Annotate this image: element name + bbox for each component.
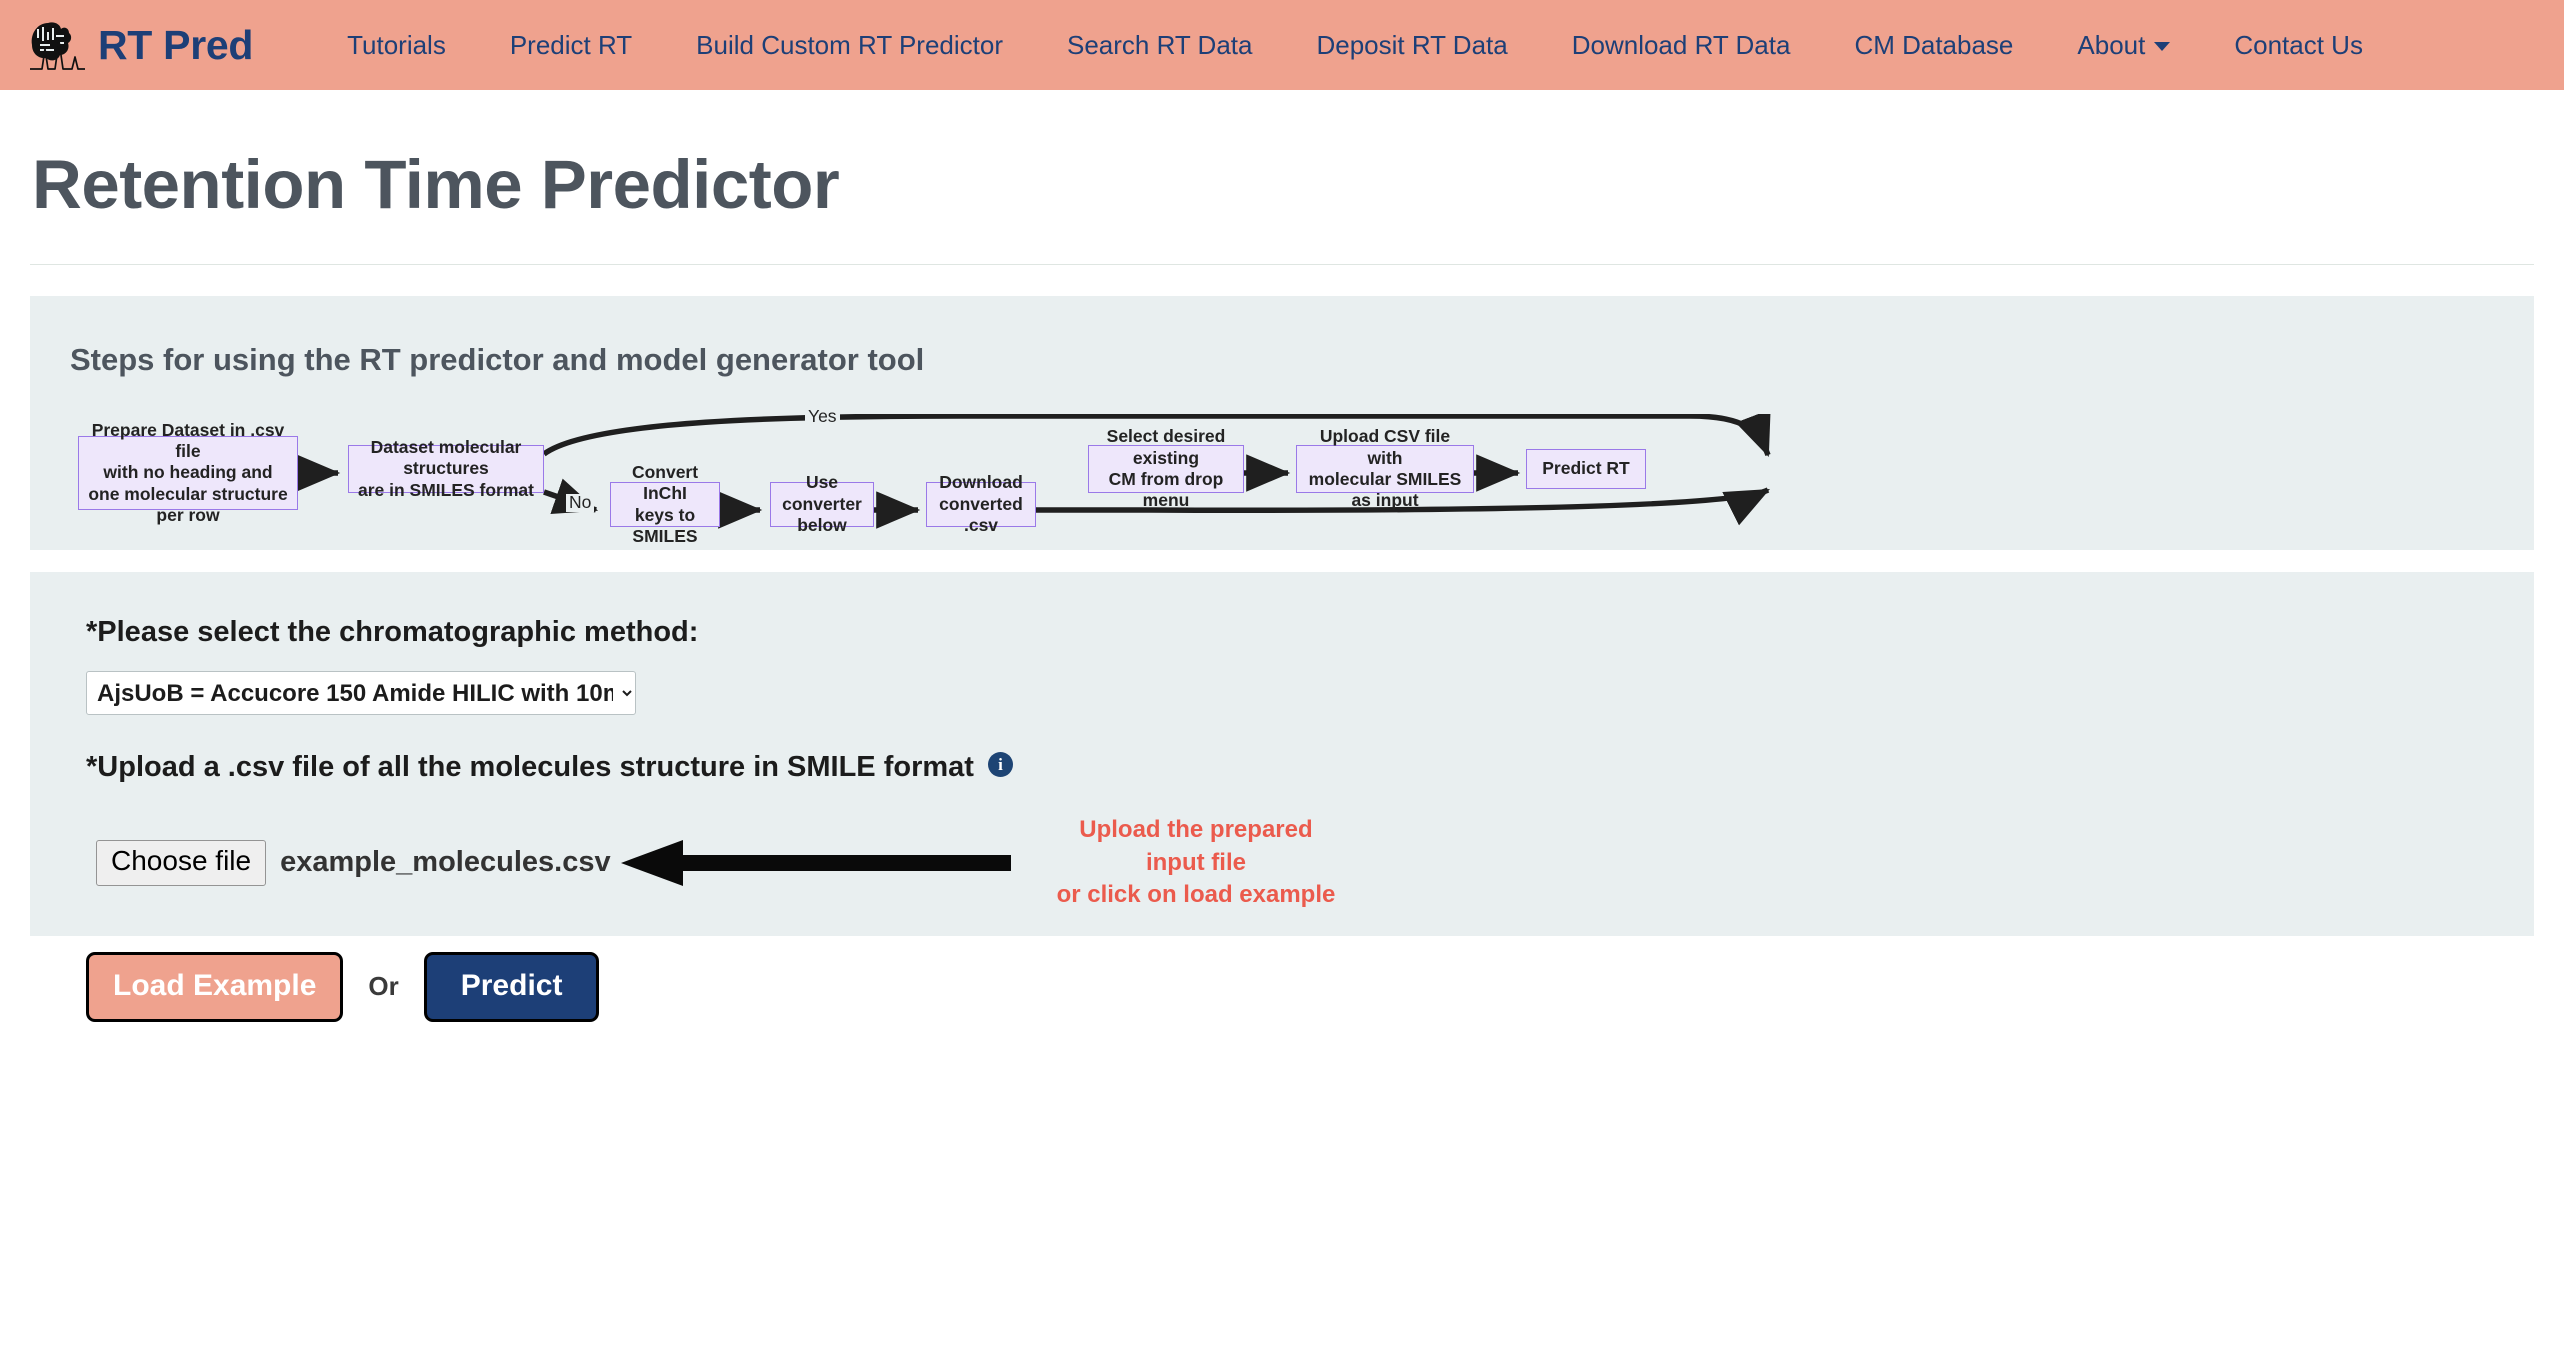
title-divider (30, 264, 2534, 265)
nav-item-deposit-rt-data[interactable]: Deposit RT Data (1316, 29, 1508, 60)
flow-node-select-cm-label: Select desired existing CM from drop men… (1106, 426, 1226, 511)
flow-node-smiles-check-label: Dataset molecular structures are in SMIL… (357, 436, 534, 500)
page-title: Retention Time Predictor (32, 146, 840, 223)
form-card: *Please select the chromatographic metho… (30, 572, 2534, 1022)
flow-node-download-csv: Download converted .csv (926, 472, 1036, 535)
info-circle-icon[interactable]: i (987, 752, 1013, 777)
nav-item-tutorials[interactable]: Tutorials (347, 29, 446, 60)
upload-annotation-text: Upload the prepared input file or click … (1056, 816, 1336, 909)
action-button-row: Load Example Or Predict (30, 951, 2534, 1022)
flow-node-download-csv-label: Download converted .csv (939, 472, 1023, 536)
flow-node-predict-rt: Predict RT (1526, 449, 1646, 489)
upload-label: *Upload a .csv file of all the molecules… (86, 751, 974, 783)
flow-node-upload-csv-label: Upload CSV file with molecular SMILES as… (1308, 426, 1462, 511)
steps-card: Steps for using the RT predictor and mod… (30, 296, 2534, 550)
brain-chromatogram-logo (30, 22, 85, 70)
flow-node-use-converter-label: Use converter below (782, 472, 862, 536)
left-arrow-annotation-icon (620, 839, 1011, 886)
nav-links: Tutorials Predict RT Build Custom RT Pre… (315, 30, 2395, 61)
page-container: Retention Time Predictor Steps for using… (0, 145, 2564, 1022)
nav-item-contact-us[interactable]: Contact Us (2234, 29, 2363, 60)
flow-node-predict-rt-label: Predict RT (1542, 458, 1630, 479)
chromatographic-method-select[interactable]: AjsUoB = Accucore 150 Amide HILIC with 1… (86, 671, 636, 715)
nav-item-download-rt-data[interactable]: Download RT Data (1571, 29, 1791, 60)
top-navbar: RT Pred Tutorials Predict RT Build Custo… (0, 0, 2564, 90)
brand[interactable]: RT Pred (28, 15, 253, 75)
brand-label: RT Pred (98, 21, 254, 68)
load-example-button[interactable]: Load Example (86, 951, 344, 1022)
flow-node-prepare: Prepare Dataset in .csv file with no hea… (78, 420, 298, 525)
nav-item-about[interactable]: About (2045, 30, 2202, 61)
nav-item-build-custom-rt-predictor[interactable]: Build Custom RT Predictor (696, 29, 1003, 60)
selected-file-name: example_molecules.csv (280, 846, 611, 879)
flow-node-convert-inchi-label: Convert InChI keys to SMILES (631, 461, 699, 546)
flow-node-upload-csv: Upload CSV file with molecular SMILES as… (1296, 426, 1474, 510)
choose-file-button[interactable]: Choose file (96, 840, 267, 886)
steps-card-heading: Steps for using the RT predictor and mod… (70, 342, 925, 377)
predict-button[interactable]: Predict (423, 951, 600, 1022)
flow-edge-label-yes: Yes (805, 407, 840, 426)
flow-node-convert-inchi: Convert InChI keys to SMILES (610, 462, 720, 546)
or-separator-label: Or (368, 971, 399, 1002)
flow-node-use-converter: Use converter below (770, 472, 874, 535)
flow-edge-label-no: No (566, 493, 595, 512)
upload-label-row: *Upload a .csv file of all the molecules… (30, 751, 2534, 784)
chevron-down-icon (2154, 42, 2171, 52)
nav-item-search-rt-data[interactable]: Search RT Data (1067, 29, 1253, 60)
nav-item-cm-database[interactable]: CM Database (1854, 29, 2014, 60)
flowchart: Prepare Dataset in .csv file with no hea… (30, 407, 2564, 546)
nav-item-predict-rt[interactable]: Predict RT (509, 29, 633, 60)
nav-item-about-label: About (2077, 29, 2146, 60)
flow-node-prepare-label: Prepare Dataset in .csv file with no hea… (88, 419, 288, 526)
method-label: *Please select the chromatographic metho… (86, 616, 699, 648)
flow-node-smiles-check: Dataset molecular structures are in SMIL… (348, 437, 544, 500)
file-upload-row: Choose file example_molecules.csv Upload… (30, 814, 2534, 912)
flow-node-select-cm: Select desired existing CM from drop men… (1088, 426, 1244, 510)
method-select-row: AjsUoB = Accucore 150 Amide HILIC with 1… (30, 671, 2534, 715)
